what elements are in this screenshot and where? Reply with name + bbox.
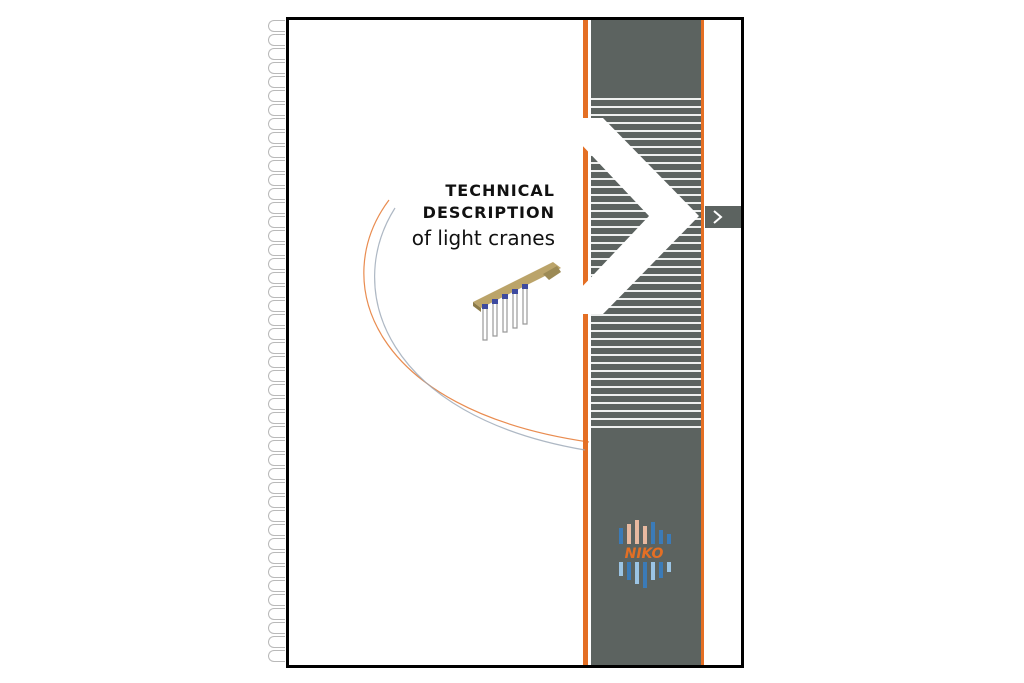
light-crane-illustration — [473, 262, 561, 341]
spiral-ring — [268, 440, 285, 452]
title-line-1: TECHNICAL — [445, 181, 555, 200]
chevron-shape — [579, 118, 699, 314]
stripe-line — [591, 338, 701, 340]
stripe-line — [591, 402, 701, 404]
stripe-line — [591, 122, 701, 124]
spiral-ring — [268, 90, 285, 102]
spiral-ring — [268, 496, 285, 508]
stripe-line — [591, 322, 701, 324]
cover-title: TECHNICAL DESCRIPTION of light cranes — [412, 180, 555, 252]
stripe-line — [591, 274, 701, 276]
stripe-line — [591, 362, 701, 364]
spiral-ring — [268, 48, 285, 60]
stripe-line — [591, 394, 701, 396]
orange-stripe-left — [583, 20, 588, 665]
svg-text:NIKO: NIKO — [625, 546, 664, 562]
swoosh-decoration — [363, 199, 590, 451]
spiral-ring — [268, 188, 285, 200]
spiral-ring — [268, 650, 285, 662]
spiral-ring — [268, 594, 285, 606]
spiral-ring — [268, 62, 285, 74]
spiral-ring — [268, 216, 285, 228]
spiral-ring — [268, 34, 285, 46]
spiral-ring — [268, 244, 285, 256]
spiral-ring — [268, 230, 285, 242]
spiral-ring — [268, 622, 285, 634]
stripe-line — [591, 378, 701, 380]
spiral-ring — [268, 146, 285, 158]
stripe-line — [591, 154, 701, 156]
spiral-ring — [268, 132, 285, 144]
title-line-2: DESCRIPTION — [422, 203, 555, 222]
stripe-line — [591, 386, 701, 388]
spiral-ring — [268, 314, 285, 326]
stripe-line — [591, 218, 701, 220]
spiral-ring — [268, 510, 285, 522]
stripe-line — [591, 98, 701, 100]
spiral-ring — [268, 412, 285, 424]
spiral-ring — [268, 272, 285, 284]
spiral-ring — [268, 608, 285, 620]
spiral-ring — [268, 160, 285, 172]
spiral-ring — [268, 398, 285, 410]
spiral-ring — [268, 300, 285, 312]
spiral-ring — [268, 636, 285, 648]
spiral-ring — [268, 426, 285, 438]
spiral-ring — [268, 566, 285, 578]
stripe-line — [591, 114, 701, 116]
spiral-ring — [268, 538, 285, 550]
stripe-line — [591, 306, 701, 308]
spiral-ring — [268, 580, 285, 592]
spiral-ring — [268, 482, 285, 494]
stripe-line — [591, 370, 701, 372]
spiral-ring — [268, 342, 285, 354]
next-page-tab[interactable] — [705, 206, 741, 228]
spiral-ring — [268, 104, 285, 116]
stripe-line — [591, 314, 701, 316]
stripe-line — [591, 146, 701, 148]
chevron-right-icon — [713, 210, 723, 224]
subtitle: of light cranes — [411, 226, 555, 250]
spiral-ring — [268, 202, 285, 214]
niko-logo: NIKO — [611, 520, 677, 588]
stripe-line — [591, 426, 701, 428]
spiral-ring — [268, 524, 285, 536]
stripe-line — [591, 330, 701, 332]
stripe-line — [591, 418, 701, 420]
stripe-line — [591, 410, 701, 412]
spiral-binding — [268, 20, 288, 665]
spiral-ring — [268, 454, 285, 466]
stripe-line — [591, 138, 701, 140]
stripe-line — [591, 282, 701, 284]
spiral-ring — [268, 370, 285, 382]
spiral-ring — [268, 258, 285, 270]
spiral-ring — [268, 328, 285, 340]
stripe-line — [591, 290, 701, 292]
spiral-ring — [268, 174, 285, 186]
brochure-cover: TECHNICAL DESCRIPTION of light cranes — [286, 17, 744, 668]
stripe-line — [591, 106, 701, 108]
stripe-line — [591, 354, 701, 356]
spiral-ring — [268, 76, 285, 88]
stripe-line — [591, 298, 701, 300]
spiral-ring — [268, 286, 285, 298]
orange-stripe-right — [701, 20, 704, 665]
spiral-ring — [268, 468, 285, 480]
spiral-ring — [268, 118, 285, 130]
spiral-ring — [268, 552, 285, 564]
spiral-ring — [268, 356, 285, 368]
stripe-line — [591, 130, 701, 132]
spiral-ring — [268, 20, 285, 32]
stripe-line — [591, 346, 701, 348]
spiral-ring — [268, 384, 285, 396]
